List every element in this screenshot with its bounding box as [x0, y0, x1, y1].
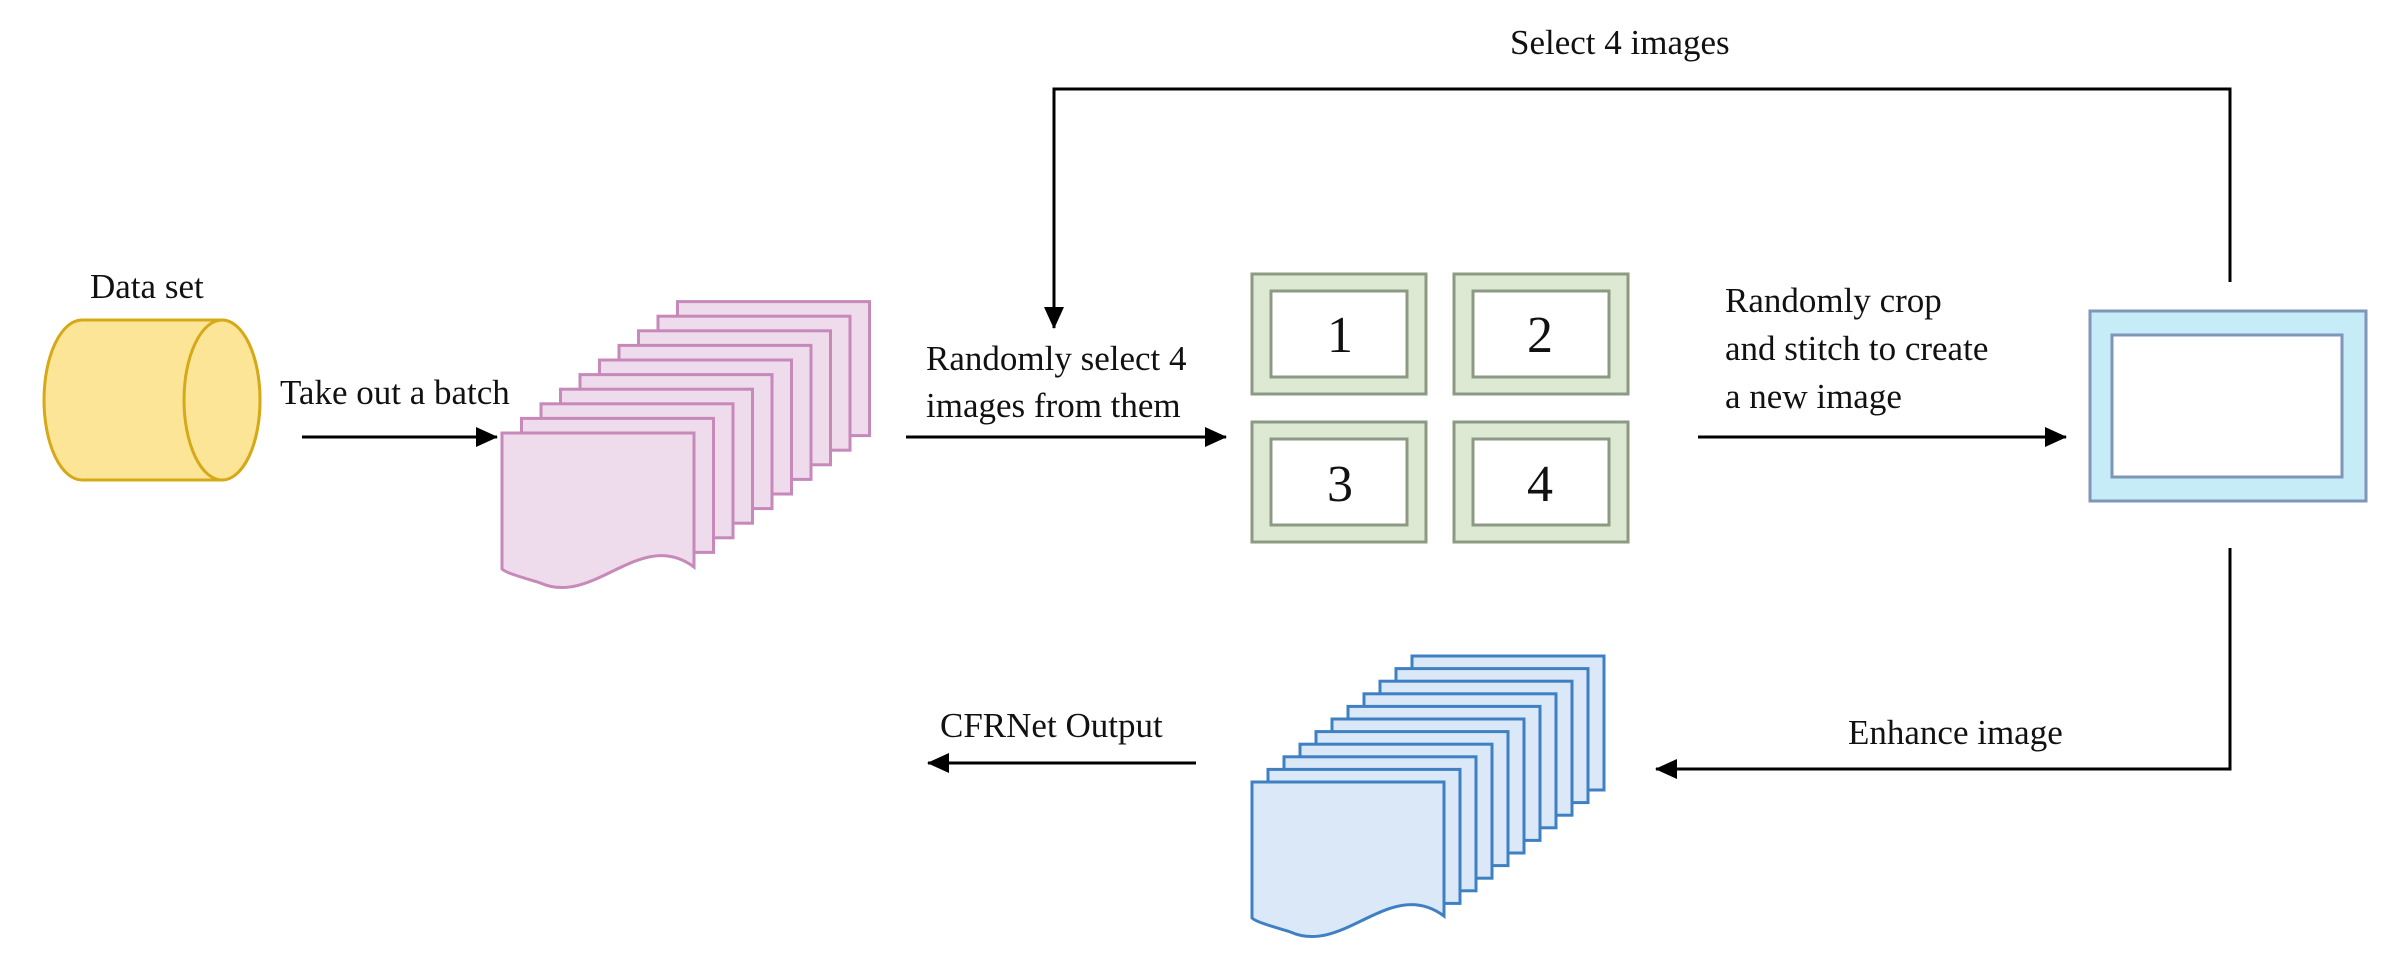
front-sheet — [1250, 780, 1446, 939]
arrow-select-4-loop — [1044, 87, 2232, 329]
random-select-label-line2: images from them — [926, 386, 1181, 425]
document-stack-icon — [500, 300, 871, 590]
crop-label-line3: a new image — [1725, 377, 1902, 416]
enhance-image-label: Enhance image — [1848, 713, 2063, 752]
image-tile-inner-2 — [1471, 289, 1611, 379]
cfrnet-output-label: CFRNet Output — [940, 706, 1163, 745]
picture-frame-icon — [2088, 309, 2368, 503]
select-4-images-label: Select 4 images — [1510, 23, 1730, 62]
tile-number-3: 3 — [1327, 456, 1353, 513]
dataset-label: Data set — [90, 267, 204, 306]
image-tile-inner-1 — [1269, 289, 1409, 379]
image-tiles-grid — [1250, 272, 1630, 544]
front-sheet — [500, 431, 696, 590]
crop-label-line1: Randomly crop — [1725, 281, 1942, 320]
tile-number-4: 4 — [1527, 456, 1553, 513]
take-batch-label: Take out a batch — [280, 373, 510, 412]
random-select-label-line1: Randomly select 4 — [926, 339, 1187, 378]
crop-label-line2: and stitch to create — [1725, 329, 1989, 368]
tile-number-1: 1 — [1327, 307, 1353, 364]
cylinder-icon — [42, 318, 262, 482]
image-tile-inner-4 — [1471, 437, 1611, 527]
document-stack-icon — [1250, 654, 1606, 939]
arrow-enhance — [1655, 548, 2232, 779]
tile-number-2: 2 — [1527, 307, 1553, 364]
image-tile-inner-3 — [1269, 437, 1409, 527]
